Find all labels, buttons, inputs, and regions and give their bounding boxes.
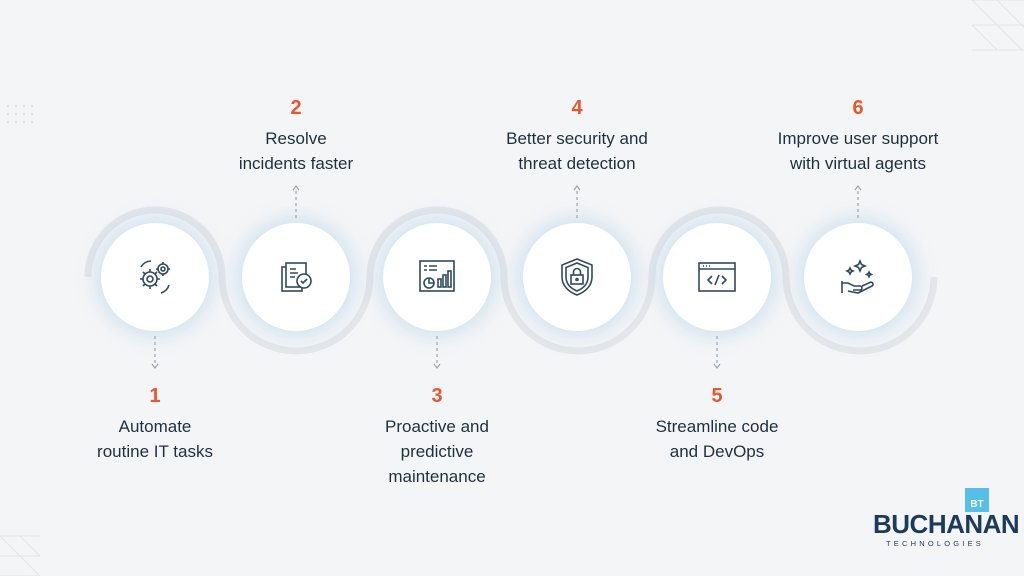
- step-number: 1: [149, 385, 161, 407]
- arrow-up-icon: [573, 185, 581, 191]
- triangle-pattern: [0, 535, 41, 576]
- arrow-down-icon: [433, 363, 441, 369]
- step-3-label: 3 Proactive and predictive maintenance: [327, 384, 547, 489]
- wave-arc: [782, 276, 938, 355]
- step-text-line: predictive: [400, 442, 474, 461]
- step-text-line: threat detection: [518, 154, 636, 173]
- buchanan-logo: BT BUCHANAN TECHNOLOGIES: [873, 488, 1020, 556]
- arrow-down-icon: [151, 363, 159, 369]
- step-1-label: 1 Automate routine IT tasks: [45, 384, 265, 464]
- step-5-node: [663, 223, 771, 331]
- step-4-node: [523, 223, 631, 331]
- arrow-up-icon: [292, 185, 300, 191]
- wave-arc: [500, 276, 656, 355]
- step-2-label: 2 Resolve incidents faster: [186, 96, 406, 176]
- arrow-up-icon: [854, 185, 862, 191]
- step-6-label: 6 Improve user support with virtual agen…: [748, 96, 968, 176]
- documents-check-icon: [281, 262, 312, 292]
- step-number: 5: [711, 385, 723, 407]
- wave-arc: [366, 206, 508, 278]
- step-4-label: 4 Better security and threat detection: [467, 96, 687, 176]
- step-text-line: Automate: [118, 417, 192, 436]
- dot-pattern: [6, 104, 34, 124]
- dashboard-chart-icon: [419, 260, 455, 292]
- step-3-node: [383, 223, 491, 331]
- hand-stars-icon: [841, 258, 874, 294]
- step-text-line: with virtual agents: [789, 154, 927, 173]
- step-number: 2: [290, 97, 302, 119]
- step-6-node: [804, 223, 912, 331]
- step-number: 4: [571, 97, 583, 119]
- wave-arc: [218, 276, 374, 355]
- arrow-down-icon: [713, 363, 721, 369]
- step-text-line: and DevOps: [669, 442, 765, 461]
- step-2-node: [242, 223, 350, 331]
- step-1-node: [101, 223, 209, 331]
- logo-mark: BT: [965, 488, 989, 512]
- step-5-label: 5 Streamline code and DevOps: [607, 384, 827, 464]
- code-window-icon: [698, 262, 736, 292]
- step-number: 3: [431, 385, 443, 407]
- step-text-line: routine IT tasks: [97, 442, 213, 461]
- step-text-line: maintenance: [388, 467, 486, 486]
- logo-tagline: TECHNOLOGIES: [886, 539, 984, 548]
- step-text-line: Resolve: [265, 129, 327, 148]
- step-text-line: Streamline code: [655, 417, 779, 436]
- step-text-line: Proactive and: [385, 417, 489, 436]
- gears-icon: [140, 260, 170, 294]
- logo-wordmark: BUCHANAN: [873, 509, 1020, 539]
- triangle-pattern: [971, 0, 1024, 51]
- shield-lock-icon: [561, 258, 593, 296]
- step-number: 6: [852, 97, 864, 119]
- step-text-line: Better security and: [506, 129, 648, 148]
- wave-arc: [648, 206, 790, 278]
- step-text-line: incidents faster: [238, 154, 354, 173]
- step-text-line: Improve user support: [777, 129, 939, 148]
- wave-arc: [84, 206, 226, 278]
